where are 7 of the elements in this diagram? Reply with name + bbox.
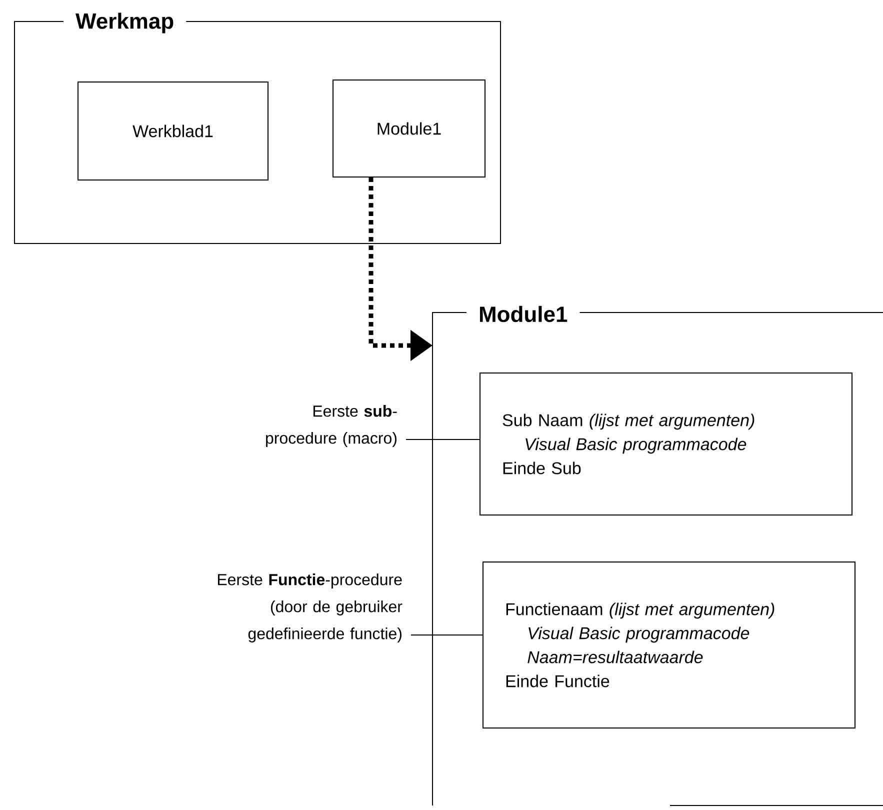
box: Werkblad1 bbox=[78, 82, 268, 180]
annotation-text: Eerste sub-procedure (macro) bbox=[266, 405, 397, 447]
node-label: Module1 bbox=[480, 306, 568, 322]
code-box: Functienaam (lijst met argumenten) Visual Basic programmacode Naam=resultaatwaarde Einde Functie bbox=[482, 562, 856, 728]
annotation-text: Eerste Functie-procedure (door de gebruiker gedefinieerde functie) bbox=[218, 574, 402, 642]
code-box: Sub Naam (lijst met argumenten) Visual Basic programmacode Einde Sub bbox=[480, 372, 852, 516]
box: Module1 bbox=[332, 80, 486, 178]
